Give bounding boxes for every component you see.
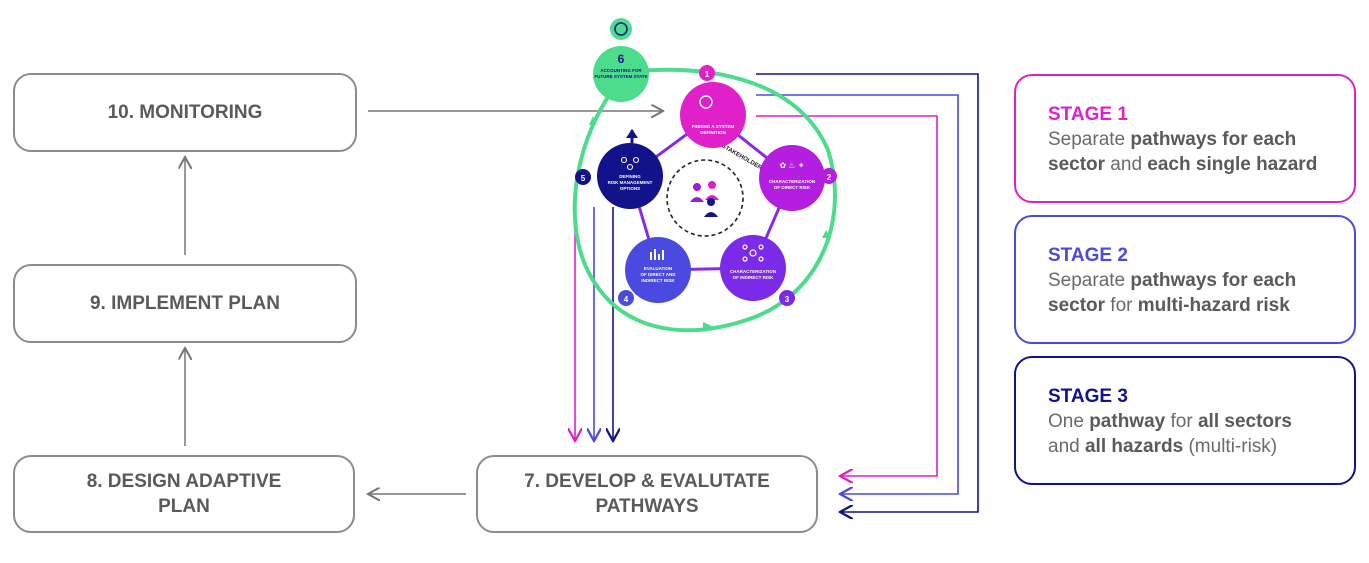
loop-arrowhead-right (822, 230, 831, 238)
node-5: 5 DEFINING RISK MANAGEMENT OPTIONS (575, 129, 663, 209)
loop-arrowhead-left (589, 116, 596, 125)
network-icon (742, 244, 764, 262)
stage-2-title: STAGE 2 (1048, 245, 1128, 266)
design-adaptive-plan-box: 8. DESIGN ADAPTIVE PLAN (13, 455, 355, 533)
develop-pathways-box: 7. DEVELOP & EVALUTATE PATHWAYS (476, 455, 818, 533)
node-1-number: 1 (705, 70, 710, 79)
node-2-label-line2: OF DIRECT RISK (774, 185, 811, 190)
loop-arrowhead-bottom (703, 322, 712, 330)
stage-1-text-line1: Separate pathways for each (1048, 129, 1297, 150)
node-2-label-line1: CHARACTERIZATION (769, 179, 815, 184)
develop-pathways-label-line1: 7. DEVELOP & EVALUTATE (524, 471, 770, 492)
magnifier-icon (699, 95, 713, 109)
node-2-number: 2 (827, 173, 832, 182)
stage-2-text-line2: sector for multi-hazard risk (1048, 295, 1290, 316)
stage-1-title: STAGE 1 (1048, 104, 1128, 125)
node-4-number: 4 (624, 295, 629, 304)
design-plan-label-line1: 8. DESIGN ADAPTIVE (86, 471, 282, 492)
node-3-number: 3 (785, 295, 790, 304)
node-5-up-arrowhead (626, 129, 638, 138)
stakeholder-ring (666, 159, 744, 237)
implement-plan-label: 9. IMPLEMENT PLAN (89, 293, 280, 314)
stage-1-text-line2: sector and each single hazard (1048, 154, 1318, 175)
stakeholder-people-icon (690, 181, 719, 217)
node-2: 2 ✿ ♨ ✦ CHARACTERIZATION OF DIRECT RISK (759, 145, 837, 211)
stage-3-feedback-path (756, 73, 979, 512)
design-plan-label-line2: PLAN (158, 496, 210, 517)
options-icon (620, 156, 640, 171)
stage-3-box: STAGE 3 One pathway for all sectors and … (1014, 356, 1356, 485)
implement-plan-box: 9. IMPLEMENT PLAN (13, 264, 357, 343)
stage-3-text-line2: and all hazards (multi-risk) (1048, 436, 1278, 457)
hazard-icons: ✿ ♨ ✦ (779, 161, 804, 170)
monitoring-box: 10. MONITORING (13, 73, 357, 152)
monitoring-label: 10. MONITORING (107, 102, 263, 123)
node-6: 6 ACCOUNTING FOR FUTURE SYSTEM STATE (593, 18, 649, 102)
node-3-label-line1: CHARACTERIZATION (730, 269, 776, 274)
node-4-label-line3: INDIRECT RISK (641, 278, 675, 283)
outer-cycle-loop (572, 67, 837, 333)
stage-1-feedback-path (756, 115, 938, 476)
stage-2-feedback-path (756, 94, 959, 494)
develop-pathways-label-line2: PATHWAYS (595, 496, 699, 517)
node-6-label-line1: ACCOUNTING FOR (600, 68, 642, 73)
node-4: 4 EVALUATION OF DIRECT AND INDIRECT RISK (618, 237, 691, 306)
stage-2-text-line1: Separate pathways for each (1048, 270, 1297, 291)
node-5-label-line1: DEFINING (619, 174, 641, 179)
node-3: 3 CHARACTERIZATION OF INDIRECT RISK (720, 235, 795, 306)
stage-3-text-line1: One pathway for all sectors (1048, 411, 1292, 432)
stakeholder-label: STAKEHOLDER INVOLVEMENT (721, 144, 802, 194)
inner-cycle-links (628, 113, 794, 272)
node-6-number: 6 (618, 52, 625, 66)
node-5-label-line3: OPTIONS (620, 186, 640, 191)
node-4-label-line1: EVALUATION (644, 266, 673, 271)
node-1-label-line2: DEFINITION (700, 130, 726, 135)
node-5-number: 5 (581, 174, 586, 183)
clock-icon (614, 22, 628, 36)
stage-2-box: STAGE 2 Separate pathways for each secto… (1014, 215, 1356, 344)
node-1: 1 FINDING A SYSTEM DEFINITION (680, 65, 746, 148)
stage-1-box: STAGE 1 Separate pathways for each secto… (1014, 74, 1356, 203)
stage-3-title: STAGE 3 (1048, 386, 1128, 407)
node-3-label-line2: OF INDIRECT RISK (733, 275, 775, 280)
node-1-label-line1: FINDING A SYSTEM (692, 124, 735, 129)
bar-chart-icon (650, 249, 664, 260)
node-6-label-line2: FUTURE SYSTEM STATE (594, 74, 647, 79)
node-4-label-line2: OF DIRECT AND (640, 272, 676, 277)
node-5-label-line2: RISK MANAGEMENT (608, 180, 653, 185)
